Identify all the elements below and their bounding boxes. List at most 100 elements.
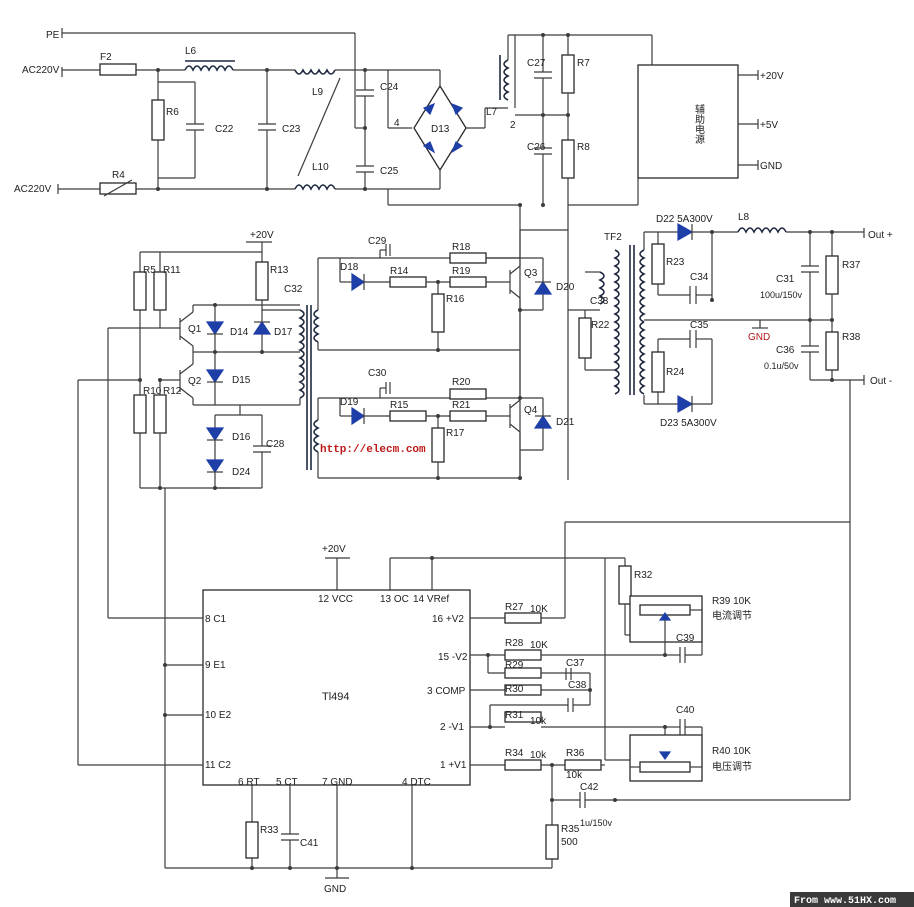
pin-rt: 6 RT	[238, 777, 260, 788]
r14-label: R14	[390, 266, 409, 277]
resistor-r10	[133, 394, 147, 434]
resistor-r24	[651, 351, 665, 393]
resistor-r7	[561, 54, 575, 94]
d17-label: D17	[274, 327, 293, 338]
l9-label: L9	[312, 87, 324, 98]
aux-supply-box	[637, 64, 739, 179]
aux-supply-name: 辅助电源	[693, 103, 705, 145]
drive-transformer-primary	[298, 309, 305, 399]
c41-label: C41	[300, 838, 319, 849]
l7-label: L7	[486, 107, 498, 118]
c33-label: C33	[590, 296, 609, 307]
drive-stage: +20V R5 R11 R13 C32 Q1 Q2	[133, 230, 305, 490]
d19-label: D19	[340, 397, 359, 408]
r17-label: R17	[446, 428, 465, 439]
d15-label: D15	[232, 375, 251, 386]
pot-r40	[639, 761, 691, 773]
pin-vcc: 12 VCC	[318, 594, 353, 605]
gnd-bottom-label: GND	[324, 884, 346, 895]
resistor-r14	[389, 276, 427, 288]
bridge-rectifier-d13: D13 4	[387, 69, 520, 206]
r22-label: R22	[591, 320, 610, 331]
r38-label: R38	[842, 332, 861, 343]
tf2-primary	[613, 249, 620, 395]
tl494-ic	[202, 589, 471, 786]
pin-v1m: 2 -V1	[440, 722, 464, 733]
node-4-label: 4	[394, 118, 400, 129]
resistor-r19	[449, 276, 487, 288]
resistor-r22	[578, 317, 592, 359]
d23-label: D23 5A300V	[660, 418, 717, 429]
r39-note: 电流调节	[712, 609, 752, 622]
q3-label: Q3	[524, 268, 538, 279]
r35-value: 500	[561, 837, 578, 848]
c23-label: C23	[282, 124, 301, 135]
r5-label: R5	[143, 265, 156, 276]
resistor-r15	[389, 410, 427, 422]
pin-ct: 5 CT	[276, 777, 298, 788]
c29-label: C29	[368, 236, 387, 247]
r39-label: R39 10K	[712, 596, 751, 607]
pin-v2p: 16 +V2	[432, 614, 464, 625]
pin-oc: 13 OC	[380, 594, 409, 605]
resistor-r32	[618, 565, 632, 605]
r33-label: R33	[260, 825, 279, 836]
gate-drive-secondary-upper	[313, 309, 320, 343]
r40-note: 电压调节	[712, 760, 752, 773]
node-2-label: 2	[510, 120, 516, 131]
c34-label: C34	[690, 272, 709, 283]
resistor-r37	[825, 255, 839, 295]
gate-drive-lower: C30 D19 R15 R20 R21 R17 Q4	[313, 368, 575, 480]
r28-value: 10K	[530, 640, 548, 651]
c32-label: C32	[284, 284, 303, 295]
pe-label: PE	[46, 30, 60, 41]
r18-label: R18	[452, 242, 471, 253]
q2-label: Q2	[188, 376, 202, 387]
c22-label: C22	[215, 124, 234, 135]
gate-drive-upper: C29 D18 R14 R18 R19 R16 Q3	[306, 229, 575, 470]
hv-bus-section: L7 2 C27 C26 R7 R8	[486, 33, 653, 480]
c35-label: C35	[690, 320, 709, 331]
r28-label: R28	[505, 638, 524, 649]
c28-label: C28	[266, 439, 285, 450]
d22-label: D22 5A300V	[656, 214, 713, 225]
d13-label: D13	[431, 124, 450, 135]
r20-label: R20	[452, 377, 471, 388]
resistor-r36	[564, 759, 602, 771]
r8-label: R8	[577, 142, 590, 153]
resistor-r33	[245, 821, 259, 859]
aux-out-5v: +5V	[760, 120, 778, 131]
resistor-r8	[561, 139, 575, 179]
l8-label: L8	[738, 212, 750, 223]
r27-label: R27	[505, 602, 524, 613]
pin-v2m: 15 -V2	[438, 652, 468, 663]
c37-label: C37	[566, 658, 585, 669]
out-minus-label: Out -	[870, 376, 892, 387]
l6-label: L6	[185, 46, 197, 57]
r35-label: R35	[561, 824, 580, 835]
pin-vref: 14 VRef	[413, 594, 449, 605]
r36-value: 10k	[566, 770, 583, 781]
q1-label: Q1	[188, 324, 202, 335]
d20-label: D20	[556, 282, 575, 293]
tf2-label: TF2	[604, 232, 622, 243]
c40-label: C40	[676, 705, 695, 716]
c30-label: C30	[368, 368, 387, 379]
aux-power-supply: 辅助电源 +20V +5V GND	[568, 64, 784, 206]
r10-label: R10	[143, 386, 162, 397]
choke-l9	[294, 68, 336, 75]
ac-top-label: AC220V	[22, 65, 60, 76]
power-transformer-tf2: C33 R22 TF2 D22 5A300V L8 Out + R23 C34	[519, 212, 893, 429]
watermark: From www.51HX.com	[790, 892, 914, 907]
aux-out-gnd: GND	[760, 161, 782, 172]
r32-label: R32	[634, 570, 653, 581]
r40-label: R40 10K	[712, 746, 751, 757]
r30-label: R30	[505, 684, 524, 695]
r6-label: R6	[166, 107, 179, 118]
d24-label: D24	[232, 467, 251, 478]
r11-label: R11	[163, 265, 181, 276]
pin-c1: 8 C1	[205, 614, 227, 625]
ac-bottom-label: AC220V	[14, 184, 52, 195]
d21-label: D21	[556, 417, 575, 428]
inductor-l6	[184, 65, 234, 72]
